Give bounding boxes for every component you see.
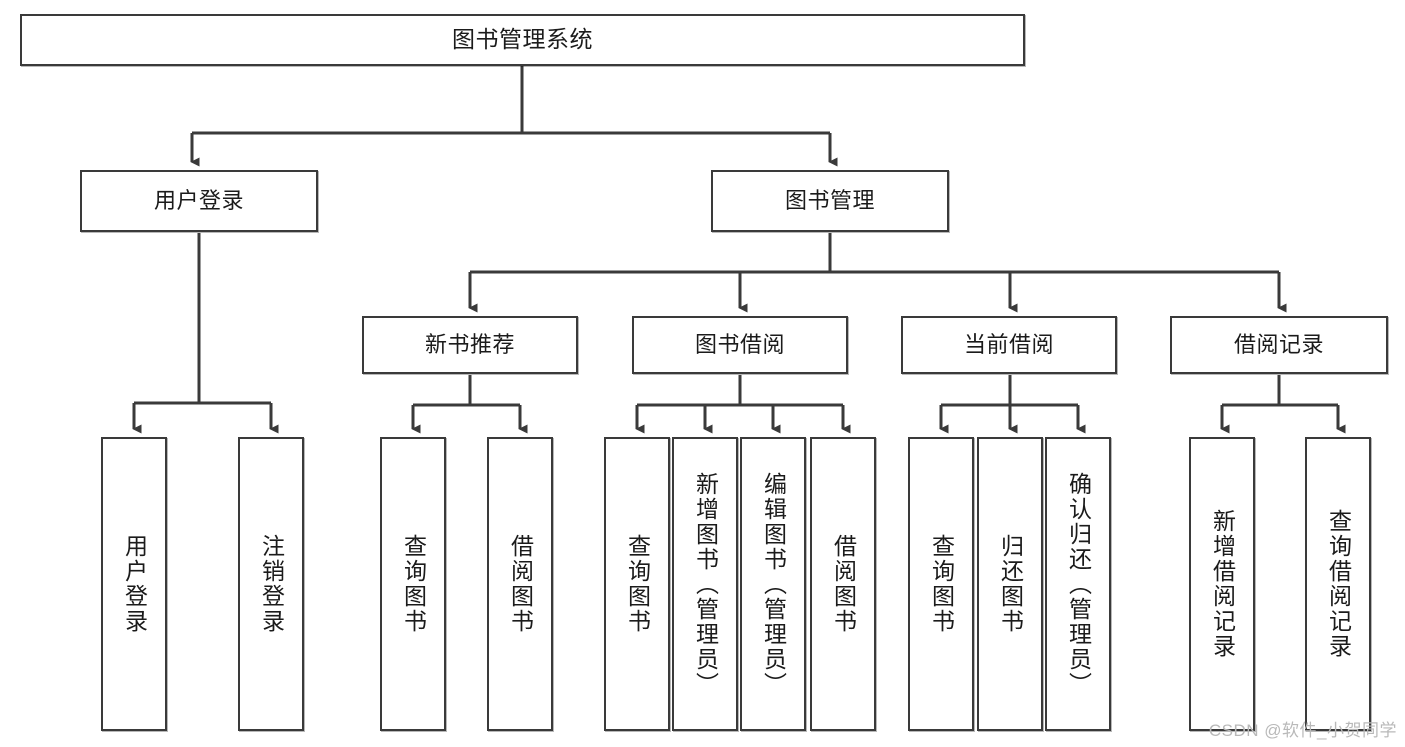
node-leaf-query-book-3[interactable]: 查询图书 xyxy=(908,437,974,731)
node-book-borrow-label: 图书借阅 xyxy=(694,331,785,357)
node-leaf-borrow-book-2-label: 借阅图书 xyxy=(830,534,857,634)
node-leaf-return-book[interactable]: 归还图书 xyxy=(977,437,1043,731)
node-borrow-record-label: 借阅记录 xyxy=(1233,331,1324,357)
node-leaf-borrow-book-2[interactable]: 借阅图书 xyxy=(810,437,876,731)
node-leaf-user-login-label: 用户登录 xyxy=(121,534,148,634)
node-leaf-query-book-2[interactable]: 查询图书 xyxy=(604,437,670,731)
node-book-manage-label: 图书管理 xyxy=(784,187,875,213)
node-borrow-record[interactable]: 借阅记录 xyxy=(1170,316,1388,374)
node-leaf-query-record-label: 查询借阅记录 xyxy=(1325,509,1352,659)
node-user-login-label: 用户登录 xyxy=(153,187,244,213)
node-leaf-query-book-1-label: 查询图书 xyxy=(400,534,427,634)
node-leaf-add-record-label: 新增借阅记录 xyxy=(1209,509,1236,659)
node-leaf-borrow-book-1[interactable]: 借阅图书 xyxy=(487,437,553,731)
node-leaf-query-book-2-label: 查询图书 xyxy=(624,534,651,634)
node-leaf-user-login[interactable]: 用户登录 xyxy=(101,437,167,731)
node-leaf-add-book-label: 新增图书（管理员） xyxy=(692,471,719,697)
node-current-borrow-label: 当前借阅 xyxy=(963,331,1054,357)
node-root-label: 图书管理系统 xyxy=(452,26,593,53)
node-leaf-logout[interactable]: 注销登录 xyxy=(238,437,304,731)
node-leaf-add-book[interactable]: 新增图书（管理员） xyxy=(672,437,738,731)
node-leaf-edit-book-label: 编辑图书（管理员） xyxy=(760,471,787,697)
node-leaf-query-record[interactable]: 查询借阅记录 xyxy=(1305,437,1371,731)
node-new-book-rec-label: 新书推荐 xyxy=(424,331,515,357)
node-leaf-confirm-return-label: 确认归还（管理员） xyxy=(1065,471,1092,697)
node-leaf-query-book-3-label: 查询图书 xyxy=(928,534,955,634)
node-leaf-logout-label: 注销登录 xyxy=(258,534,285,634)
node-book-borrow[interactable]: 图书借阅 xyxy=(632,316,848,374)
csdn-watermark: CSDN @软件_小贺同学 xyxy=(1208,721,1397,740)
node-leaf-add-record[interactable]: 新增借阅记录 xyxy=(1189,437,1255,731)
node-leaf-return-book-label: 归还图书 xyxy=(997,534,1024,634)
node-new-book-rec[interactable]: 新书推荐 xyxy=(362,316,578,374)
node-leaf-confirm-return[interactable]: 确认归还（管理员） xyxy=(1045,437,1111,731)
node-user-login[interactable]: 用户登录 xyxy=(80,170,318,232)
node-book-manage[interactable]: 图书管理 xyxy=(711,170,949,232)
node-leaf-query-book-1[interactable]: 查询图书 xyxy=(380,437,446,731)
node-current-borrow[interactable]: 当前借阅 xyxy=(901,316,1117,374)
node-leaf-borrow-book-1-label: 借阅图书 xyxy=(507,534,534,634)
node-root[interactable]: 图书管理系统 xyxy=(20,14,1025,66)
node-leaf-edit-book[interactable]: 编辑图书（管理员） xyxy=(740,437,806,731)
